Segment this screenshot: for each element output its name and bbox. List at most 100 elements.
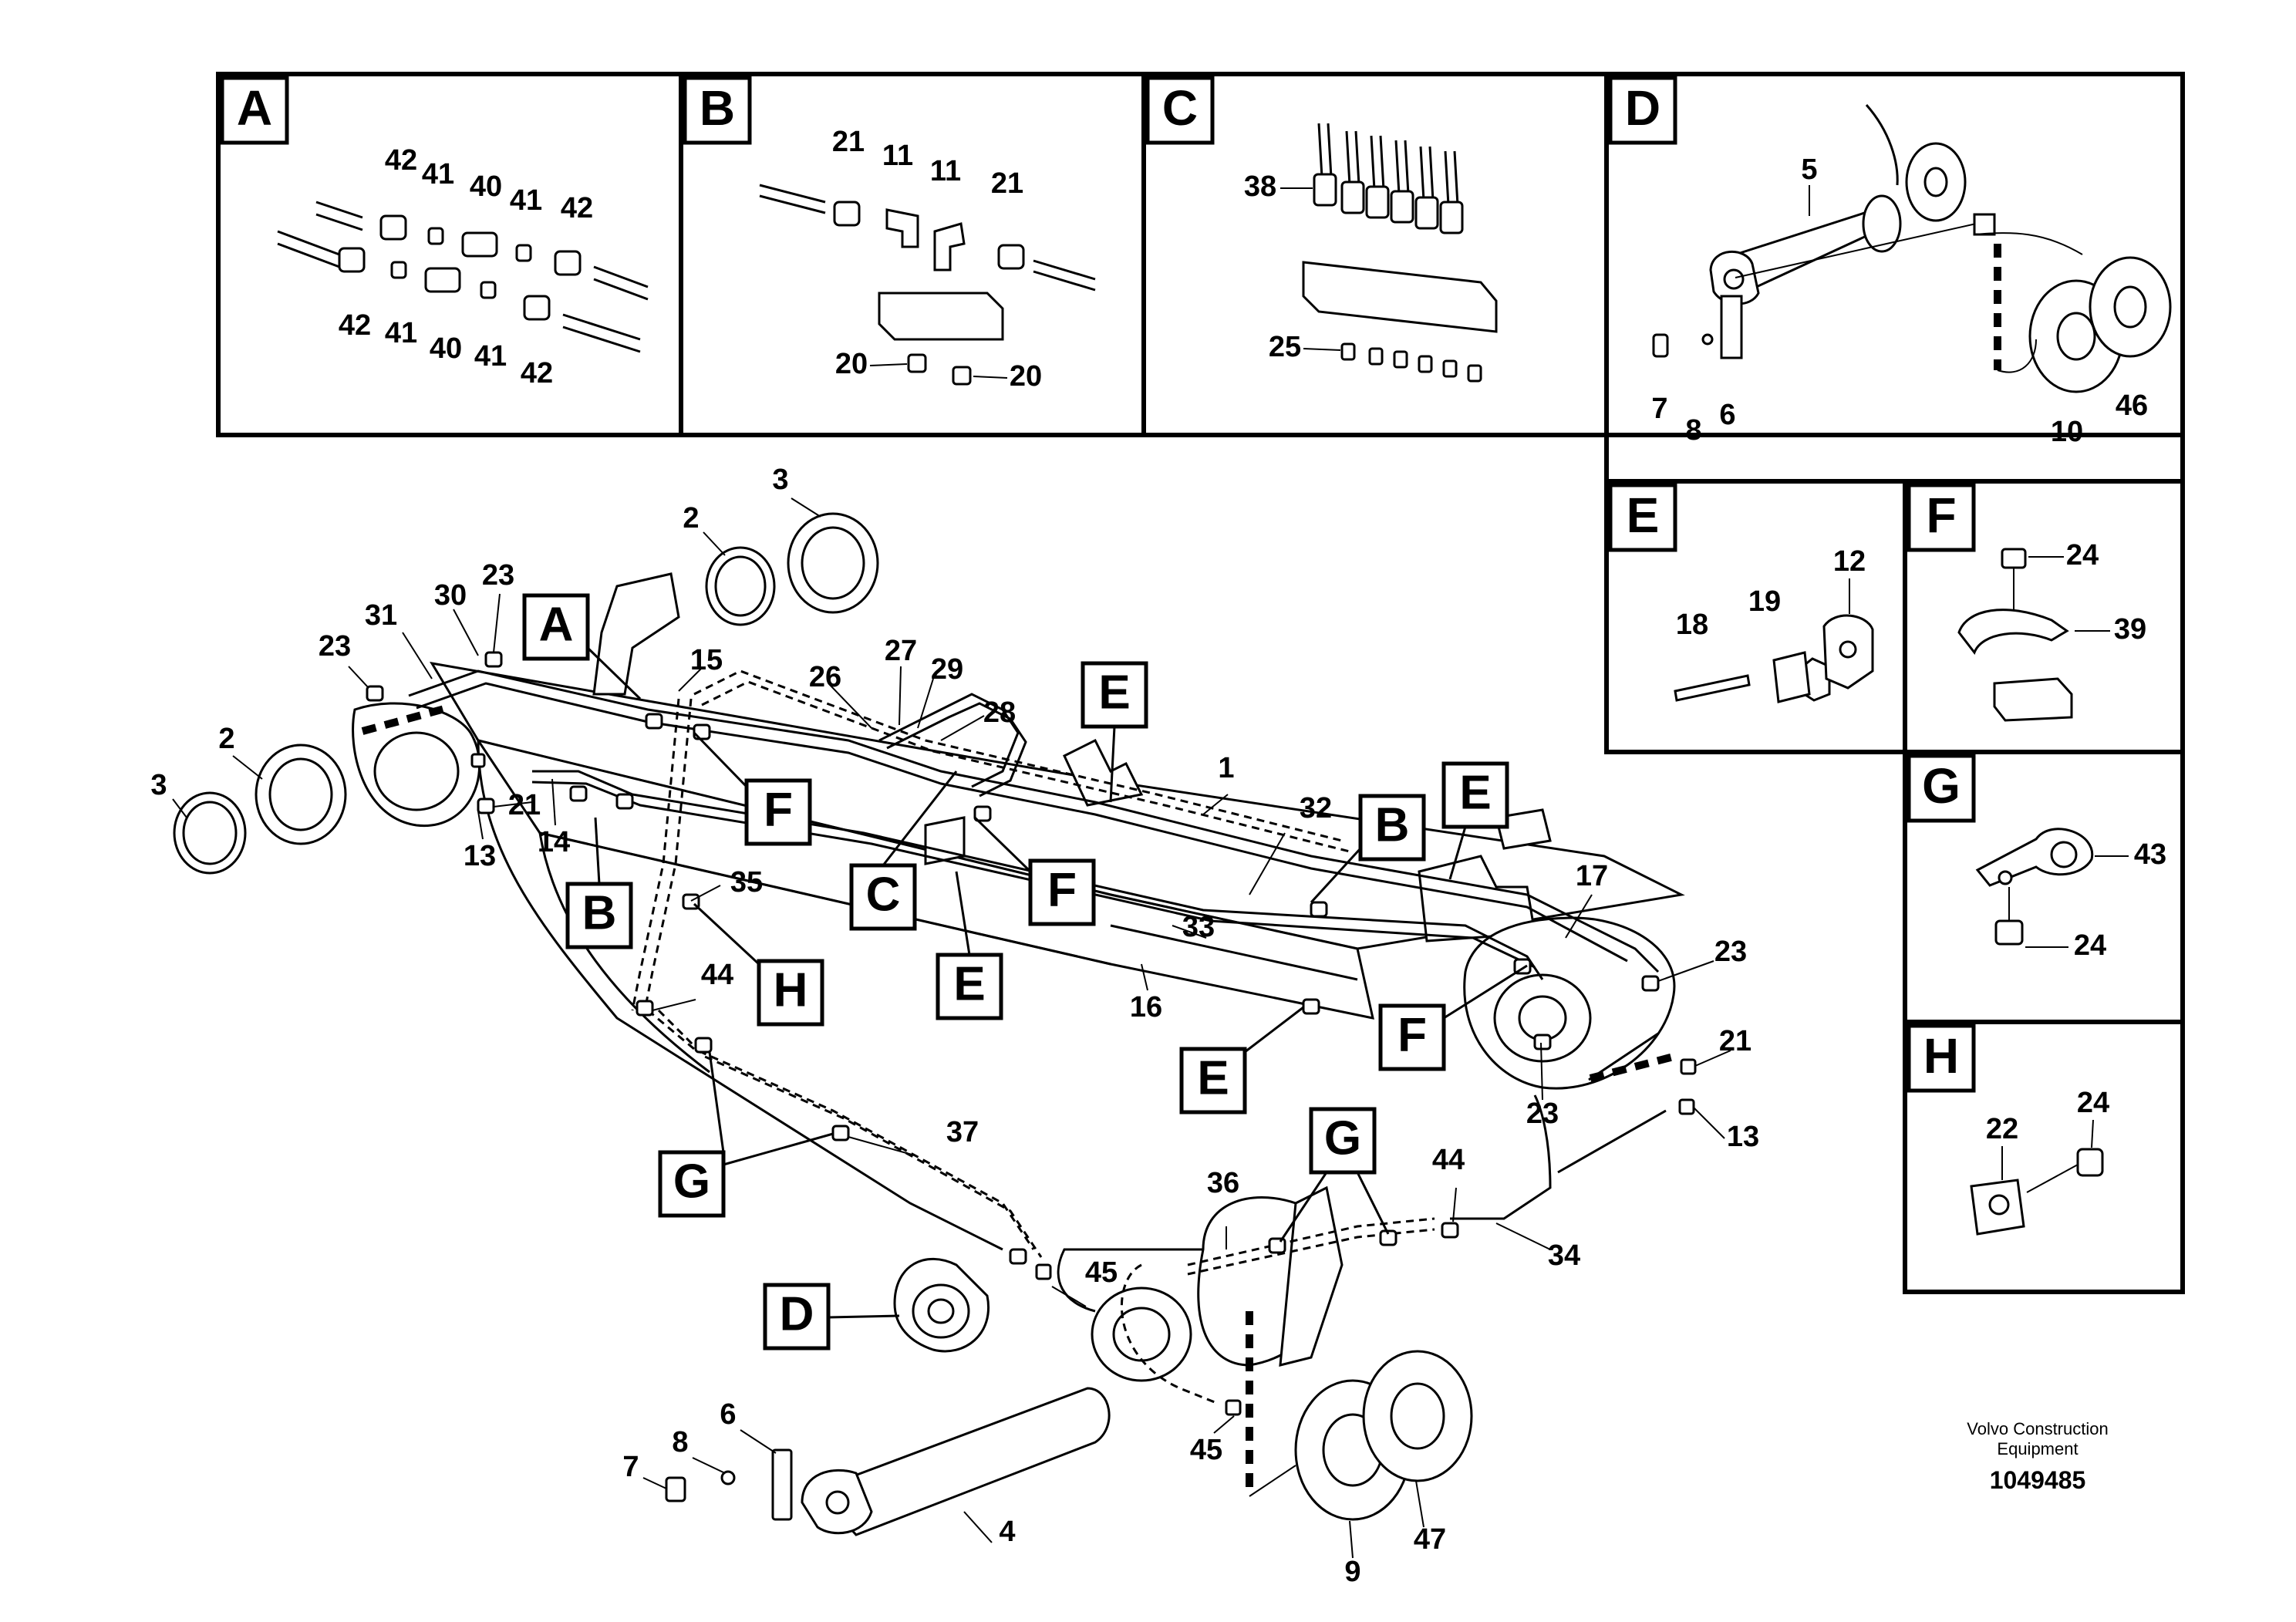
svg-text:28: 28: [983, 696, 1016, 729]
panel-b-callouts: 21 11 11 21 20 20: [832, 126, 1042, 393]
svg-text:F: F: [1047, 863, 1077, 916]
svg-text:F: F: [1926, 487, 1956, 543]
panel-d-callouts: 5 7 8 6 10 46: [1651, 153, 2148, 448]
svg-text:43: 43: [2134, 838, 2166, 871]
svg-text:F: F: [1397, 1008, 1427, 1061]
panel-letter-h: H: [1907, 1023, 1976, 1093]
svg-text:41: 41: [510, 184, 542, 217]
svg-text:20: 20: [1010, 360, 1042, 393]
svg-text:5: 5: [1801, 153, 1817, 186]
svg-text:G: G: [673, 1155, 710, 1208]
svg-text:4: 4: [999, 1516, 1015, 1548]
svg-text:22: 22: [1986, 1113, 2018, 1145]
panel-h-drawing: [1970, 1148, 2104, 1236]
svg-text:D: D: [1625, 80, 1660, 136]
panel-c-drawing: [1302, 123, 1498, 383]
svg-text:24: 24: [2074, 929, 2106, 962]
svg-text:29: 29: [931, 653, 963, 686]
svg-text:6: 6: [720, 1398, 736, 1431]
svg-text:18: 18: [1676, 609, 1708, 641]
svg-text:20: 20: [835, 348, 868, 380]
svg-text:42: 42: [339, 309, 371, 342]
svg-text:24: 24: [2066, 539, 2099, 572]
svg-text:23: 23: [482, 559, 514, 592]
svg-text:44: 44: [701, 959, 733, 991]
svg-text:Volvo Construction: Volvo Construction: [1967, 1419, 2108, 1438]
detail-ref-a: A: [522, 593, 642, 700]
svg-text:F: F: [764, 783, 793, 836]
boom-assembly-drawing: [173, 512, 1697, 1536]
panel-f-callouts: 24 39: [2028, 539, 2146, 646]
panel-letter-a: A: [220, 76, 289, 145]
panel-b-drawing: [759, 184, 1096, 386]
svg-text:1: 1: [1218, 752, 1234, 784]
svg-text:2: 2: [683, 502, 699, 534]
svg-text:C: C: [866, 868, 901, 921]
svg-text:E: E: [953, 957, 985, 1010]
detail-ref-h: H: [693, 902, 824, 1027]
svg-text:45: 45: [1190, 1434, 1222, 1466]
svg-text:31: 31: [365, 599, 397, 632]
svg-text:D: D: [780, 1287, 814, 1340]
svg-text:33: 33: [1182, 911, 1215, 943]
svg-text:E: E: [1627, 487, 1660, 543]
panel-e-callouts: 12 18 19: [1676, 545, 1866, 641]
detail-ref-e1: E: [1081, 661, 1148, 803]
detail-ref-f3: F: [1378, 964, 1528, 1071]
svg-text:7: 7: [622, 1451, 639, 1483]
svg-text:21: 21: [1719, 1025, 1752, 1057]
detail-ref-b1: B: [1310, 794, 1426, 904]
svg-text:23: 23: [1526, 1098, 1559, 1130]
panel-letter-d: D: [1608, 76, 1677, 145]
svg-text:14: 14: [538, 826, 570, 858]
svg-text:G: G: [1324, 1111, 1361, 1165]
svg-text:39: 39: [2114, 613, 2146, 646]
detail-ref-c: C: [849, 771, 958, 931]
svg-text:B: B: [582, 886, 617, 939]
svg-text:24: 24: [2077, 1087, 2109, 1119]
svg-text:23: 23: [1714, 936, 1747, 968]
svg-text:G: G: [1922, 758, 1961, 814]
svg-text:13: 13: [464, 840, 496, 872]
svg-text:E: E: [1098, 666, 1130, 719]
svg-text:47: 47: [1414, 1523, 1446, 1556]
svg-text:26: 26: [809, 661, 841, 693]
svg-text:12: 12: [1833, 545, 1866, 578]
svg-text:38: 38: [1244, 170, 1276, 203]
svg-text:A: A: [539, 598, 574, 651]
detail-panel-frames: [216, 72, 2185, 1294]
svg-text:E: E: [1459, 766, 1491, 819]
detail-ref-b2: B: [565, 817, 633, 949]
svg-text:2: 2: [218, 723, 234, 755]
svg-text:34: 34: [1548, 1239, 1580, 1272]
detail-ref-e2: E: [1441, 761, 1509, 880]
svg-text:3: 3: [150, 769, 167, 801]
panel-c-callouts: 38 25: [1244, 170, 1341, 363]
svg-text:6: 6: [1719, 399, 1735, 431]
svg-text:A: A: [237, 80, 272, 136]
svg-text:44: 44: [1432, 1144, 1465, 1176]
svg-text:B: B: [700, 80, 735, 136]
svg-text:Equipment: Equipment: [1997, 1439, 2078, 1458]
panel-a-drawing: [277, 201, 649, 353]
panel-e-drawing: [1674, 614, 1874, 703]
svg-text:46: 46: [2116, 389, 2148, 422]
svg-text:30: 30: [434, 579, 467, 612]
panel-letter-f: F: [1907, 483, 1976, 552]
svg-text:7: 7: [1651, 393, 1667, 425]
svg-text:41: 41: [385, 317, 417, 349]
svg-text:21: 21: [991, 167, 1023, 200]
panel-d-drawing: [1652, 104, 2172, 393]
svg-text:16: 16: [1130, 991, 1162, 1023]
panel-h-callouts: 22 24: [1986, 1087, 2109, 1180]
svg-text:21: 21: [508, 789, 541, 821]
svg-text:42: 42: [561, 192, 593, 224]
detail-ref-d: D: [763, 1283, 900, 1351]
panel-letter-g: G: [1907, 754, 1976, 823]
panel-letter-c: C: [1145, 76, 1215, 145]
svg-text:15: 15: [690, 644, 723, 676]
svg-text:8: 8: [1685, 414, 1701, 447]
svg-text:21: 21: [832, 126, 865, 158]
document-number: 1049485: [1990, 1466, 2086, 1494]
